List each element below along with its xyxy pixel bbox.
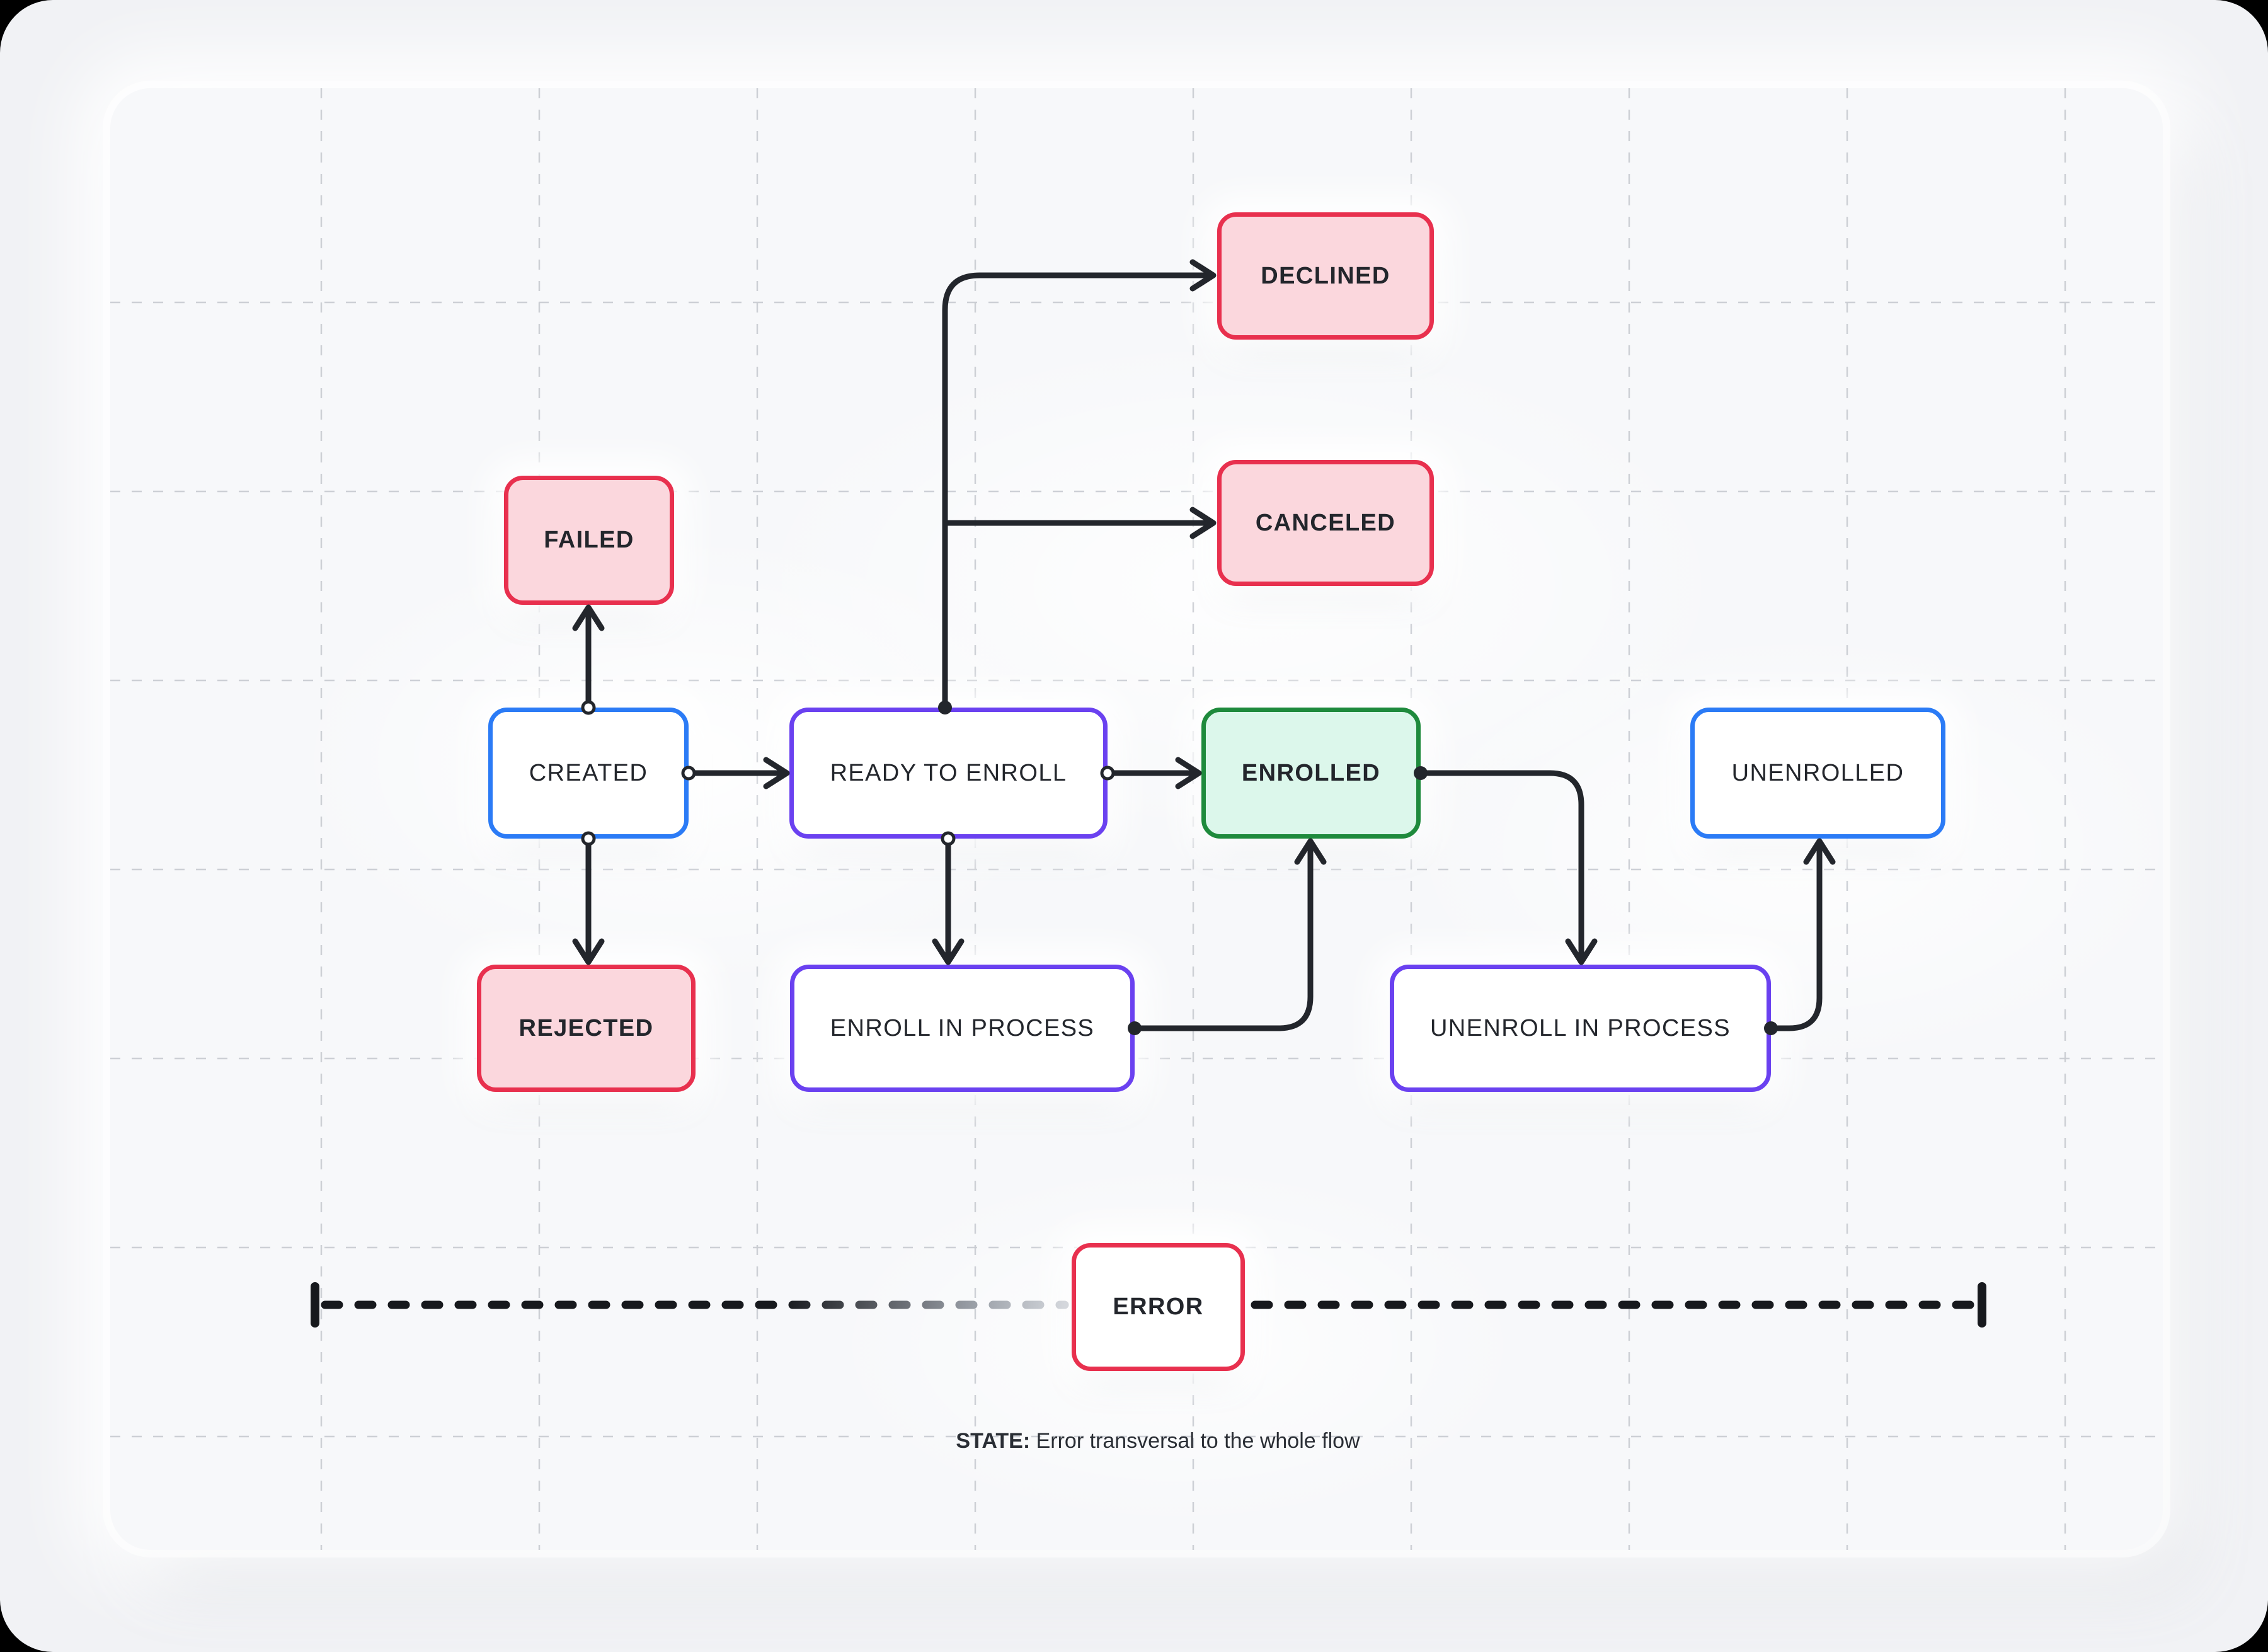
node-created[interactable]: CREATED <box>488 708 689 839</box>
node-enrolled[interactable]: ENROLLED <box>1201 708 1421 839</box>
node-canceled-label: CANCELED <box>1255 509 1396 536</box>
node-rejected[interactable]: REJECTED <box>477 965 696 1092</box>
node-created-label: CREATED <box>529 759 648 786</box>
node-enroll-in-process[interactable]: ENROLL IN PROCESS <box>790 965 1135 1092</box>
node-error[interactable]: ERROR <box>1072 1243 1245 1371</box>
node-declined-label: DECLINED <box>1261 262 1390 289</box>
node-failed[interactable]: FAILED <box>504 476 674 605</box>
node-rejected-label: REJECTED <box>518 1014 654 1041</box>
state-caption-text: Error transversal to the whole flow <box>1030 1429 1360 1453</box>
node-failed-label: FAILED <box>544 527 634 553</box>
node-unenroll-in-process[interactable]: UNENROLL IN PROCESS <box>1390 965 1771 1092</box>
node-declined[interactable]: DECLINED <box>1217 212 1434 340</box>
node-error-label: ERROR <box>1113 1293 1204 1320</box>
node-unenrolled[interactable]: UNENROLLED <box>1690 708 1945 839</box>
state-caption: STATE: Error transversal to the whole fl… <box>956 1429 1360 1454</box>
node-canceled[interactable]: CANCELED <box>1217 460 1434 586</box>
node-unenrolled-label: UNENROLLED <box>1731 759 1904 786</box>
node-enroll-in-process-label: ENROLL IN PROCESS <box>830 1014 1095 1041</box>
node-ready-to-enroll[interactable]: READY TO ENROLL <box>789 708 1108 839</box>
state-caption-prefix: STATE: <box>956 1429 1031 1453</box>
node-enrolled-label: ENROLLED <box>1241 759 1381 786</box>
node-unenroll-in-process-label: UNENROLL IN PROCESS <box>1429 1014 1731 1041</box>
node-ready-to-enroll-label: READY TO ENROLL <box>830 759 1067 786</box>
